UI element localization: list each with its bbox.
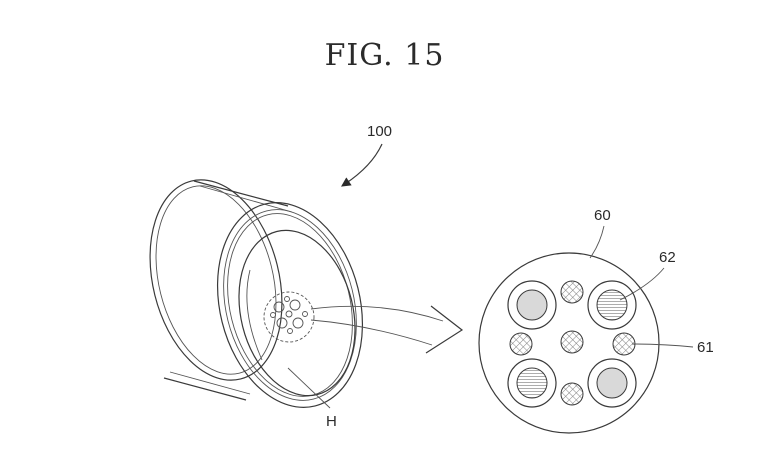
large-element-bottom-right xyxy=(587,358,637,408)
leader-H xyxy=(287,367,331,409)
label-100: 100 xyxy=(367,123,392,140)
large-element-top-right xyxy=(587,280,637,330)
leader-60 xyxy=(589,225,605,259)
label-61: 61 xyxy=(697,339,714,356)
small-element-bottom xyxy=(560,382,584,406)
large-element-bottom-left xyxy=(507,358,557,408)
cylinder-device xyxy=(149,179,364,408)
cross-section xyxy=(478,252,660,434)
leader-62 xyxy=(619,267,665,301)
arrow-100 xyxy=(341,143,383,187)
large-element-top-left xyxy=(507,280,557,330)
small-element-center xyxy=(560,330,584,354)
leader-61 xyxy=(631,343,694,348)
small-element-right xyxy=(612,332,636,356)
label-60: 60 xyxy=(594,207,611,224)
label-62: 62 xyxy=(659,249,676,266)
magnify-arrow xyxy=(310,305,464,354)
detail-circle xyxy=(263,291,315,343)
small-element-left xyxy=(509,332,533,356)
small-element-top xyxy=(560,280,584,304)
figure-title: FIG. 15 xyxy=(324,38,445,73)
label-H: H xyxy=(326,413,337,430)
